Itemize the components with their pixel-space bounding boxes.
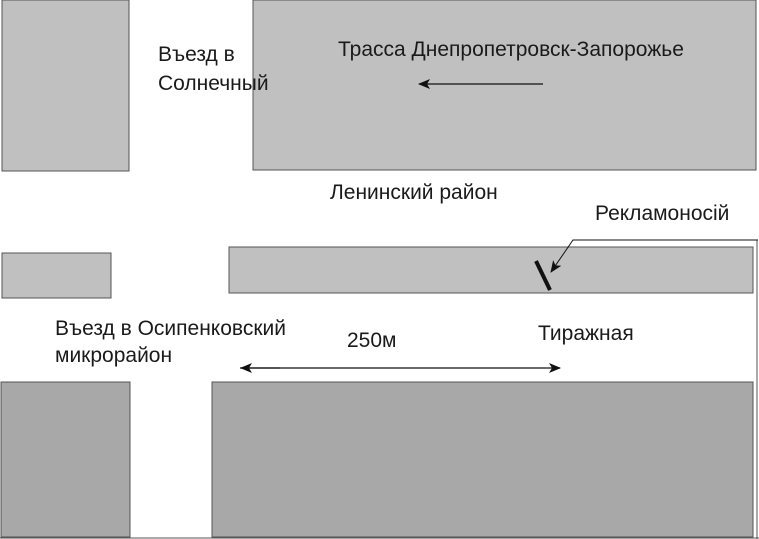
block-middle-right	[228, 246, 754, 294]
block-bottom-left	[0, 381, 131, 538]
billboard-marker	[534, 260, 552, 291]
block-bottom-right	[211, 381, 754, 538]
label-entry-sun-2: Солнечный	[158, 72, 269, 95]
label-highway: Трасса Днепропетровск-Запорожье	[338, 38, 684, 61]
billboard-pointer	[550, 239, 758, 273]
block-middle-left	[1, 252, 112, 299]
block-top-right	[252, 0, 757, 171]
label-street: Тиражная	[538, 322, 634, 345]
label-entry-osip-1: Въезд в Осипенковский	[55, 317, 286, 340]
label-entry-osip-2: микрорайон	[55, 344, 172, 367]
label-district: Ленинский район	[330, 181, 498, 204]
block-top-left	[1, 0, 130, 172]
label-distance: 250м	[347, 329, 396, 352]
label-entry-sun-1: Въезд в	[158, 43, 235, 66]
label-billboard: Рекламоносiй	[595, 202, 729, 225]
